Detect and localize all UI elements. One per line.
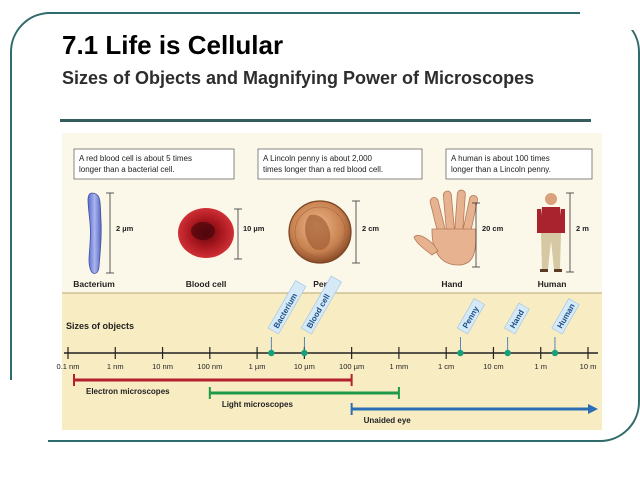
hand-illustration [413,189,480,268]
scale-tick-label: 100 nm [197,362,222,371]
object-name-label: Blood cell [186,279,227,289]
scale-tick-label: 1 cm [438,362,454,371]
marker-dot [301,349,308,357]
object-name-label: Bacterium [73,279,115,289]
bacterium-illustration [87,192,114,274]
marker-dot [504,349,511,357]
scale-tick-label: 1 nm [107,362,124,371]
scale-tick-label: 10 m [580,362,597,371]
scale-heading: Sizes of objects [66,321,134,331]
scale-ticks: 0.1 nm 1 nm 10 nm 100 nm 1 µm 10 µm 100 µm 1 mm… [57,347,597,371]
range-label: Light microscopes [222,400,294,409]
object-size-label: 2 cm [362,224,379,233]
scale-tick-label: 1 µm [249,362,266,371]
scale-tick-label: 10 µm [294,362,315,371]
title-divider [60,119,591,122]
range-arrow [588,404,598,414]
marker-dot [457,349,464,357]
human-illustration [537,192,574,273]
object-size-label: 20 cm [482,224,504,233]
marker-dot [551,349,559,357]
scale-tick-label: 0.1 nm [57,362,80,371]
object-size-label: 2 µm [116,224,134,233]
blood-cell-illustration [178,208,242,260]
scale-tick-label: 100 µm [339,362,364,371]
frame-gap [0,380,48,450]
range-label: Unaided eye [364,416,412,425]
slide-subtitle: Sizes of Objects and Magnifying Power of… [62,68,535,88]
object-size-label: 2 m [576,224,589,233]
object-name-label: Penny [313,279,339,289]
object-name-label: Human [538,279,567,289]
scale-tick-label: 1 mm [390,362,409,371]
range-label: Electron microscopes [86,387,170,396]
marker-dot [268,349,275,357]
scale-tick-label: 1 m [534,362,547,371]
object-size-label: 10 µm [243,224,265,233]
penny-illustration [288,200,360,264]
slide-frame [10,12,640,442]
slide-title: 7.1 Life is Cellular [62,30,284,60]
scale-tick-label: 10 cm [483,362,503,371]
object-name-label: Hand [441,279,462,289]
frame-gap [580,0,640,30]
scale-tick-label: 10 nm [152,362,173,371]
